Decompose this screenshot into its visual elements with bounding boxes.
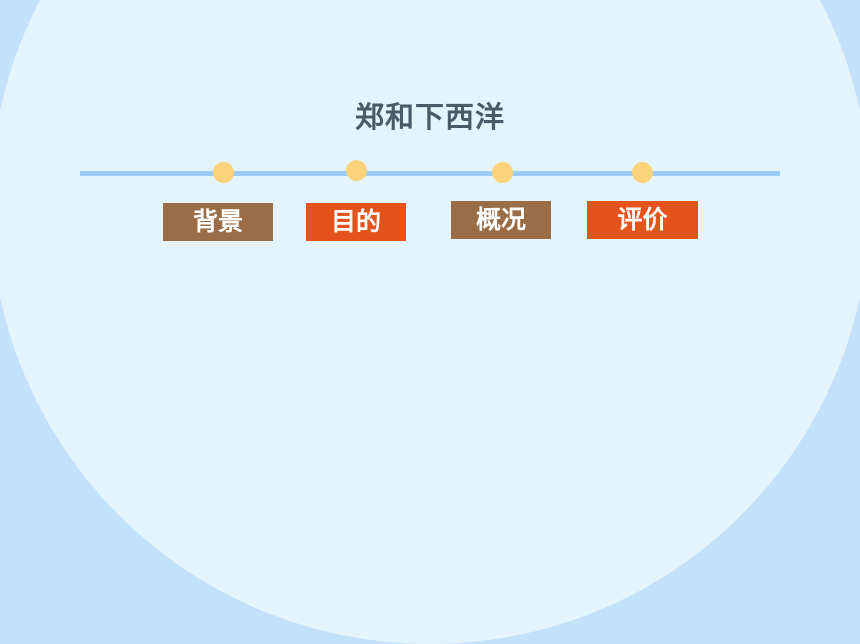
tag-purpose[interactable]: 目的 <box>306 203 406 241</box>
timeline-dot-3 <box>492 162 513 183</box>
slide-title: 郑和下西洋 <box>354 100 505 134</box>
tag-overview[interactable]: 概况 <box>451 201 551 239</box>
tag-evaluation[interactable]: 评价 <box>587 201 698 239</box>
timeline-dot-2 <box>346 160 367 181</box>
tag-background[interactable]: 背景 <box>163 203 273 241</box>
timeline-dot-4 <box>632 162 653 183</box>
timeline-dot-1 <box>213 162 234 183</box>
timeline-line <box>80 171 780 176</box>
